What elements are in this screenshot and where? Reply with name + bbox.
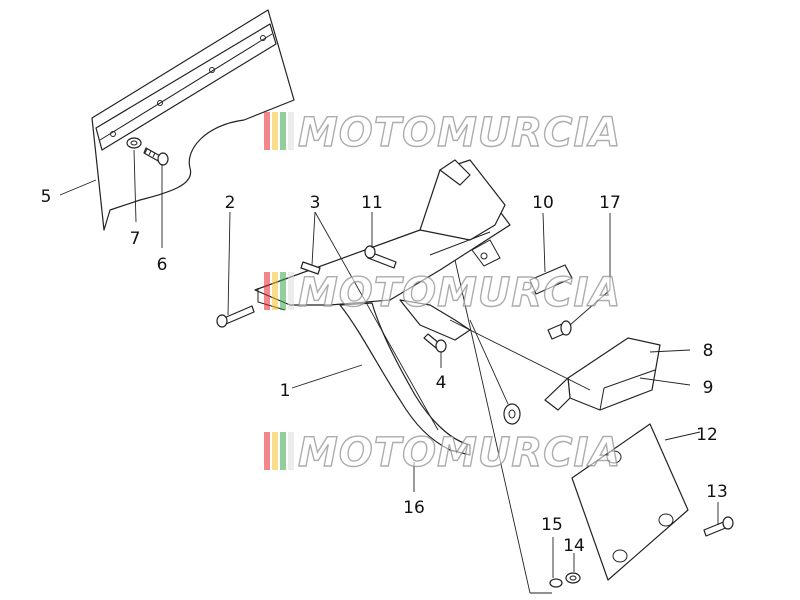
callout-2: 2 — [225, 193, 236, 213]
license-light-part — [544, 337, 661, 411]
grommet-part-16 — [503, 403, 521, 425]
callout-5: 5 — [41, 187, 52, 207]
clip-part-3 — [300, 261, 321, 275]
callout-9: 9 — [703, 378, 714, 398]
watermark-text: MOTOMURCIA — [298, 110, 621, 156]
leader-lines — [59, 149, 719, 594]
bolt-part-17 — [547, 320, 572, 340]
callout-16: 16 — [403, 498, 425, 518]
washer-part-14 — [565, 572, 581, 584]
callout-12: 12 — [696, 425, 718, 445]
callout-4: 4 — [436, 373, 447, 393]
license-plate-support-part-12 — [571, 423, 689, 581]
screw-part-11 — [364, 245, 397, 269]
reflector-part-10 — [529, 264, 573, 295]
callout-15: 15 — [541, 515, 563, 535]
watermark-text: MOTOMURCIA — [298, 270, 621, 316]
screw-part-2 — [216, 305, 255, 328]
callout-10: 10 — [532, 193, 554, 213]
watermark-text: MOTOMURCIA — [298, 430, 621, 476]
screw-part-6 — [143, 147, 169, 166]
mudflap-part — [91, 9, 295, 231]
callout-8: 8 — [703, 341, 714, 361]
callout-11: 11 — [361, 193, 383, 213]
callout-17: 17 — [599, 193, 621, 213]
callout-3: 3 — [310, 193, 321, 213]
callout-6: 6 — [157, 255, 168, 275]
washer-part-7 — [126, 137, 142, 149]
callout-labels: 5 7 6 2 3 11 10 17 8 9 1 4 12 16 13 15 1… — [41, 187, 728, 556]
screw-part-13 — [703, 516, 734, 537]
license-plate-holder-frame — [254, 159, 511, 456]
watermark-logo-3: MOTOMURCIA — [264, 429, 621, 477]
watermark-logo-1: MOTOMURCIA — [264, 109, 621, 157]
callout-14: 14 — [563, 536, 585, 556]
callout-13: 13 — [706, 482, 728, 502]
washer-part-15 — [549, 578, 563, 588]
callout-1: 1 — [280, 381, 291, 401]
callout-7: 7 — [130, 229, 141, 249]
watermark-logo-2: MOTOMURCIA — [264, 269, 621, 317]
screw-part-4 — [423, 333, 447, 353]
